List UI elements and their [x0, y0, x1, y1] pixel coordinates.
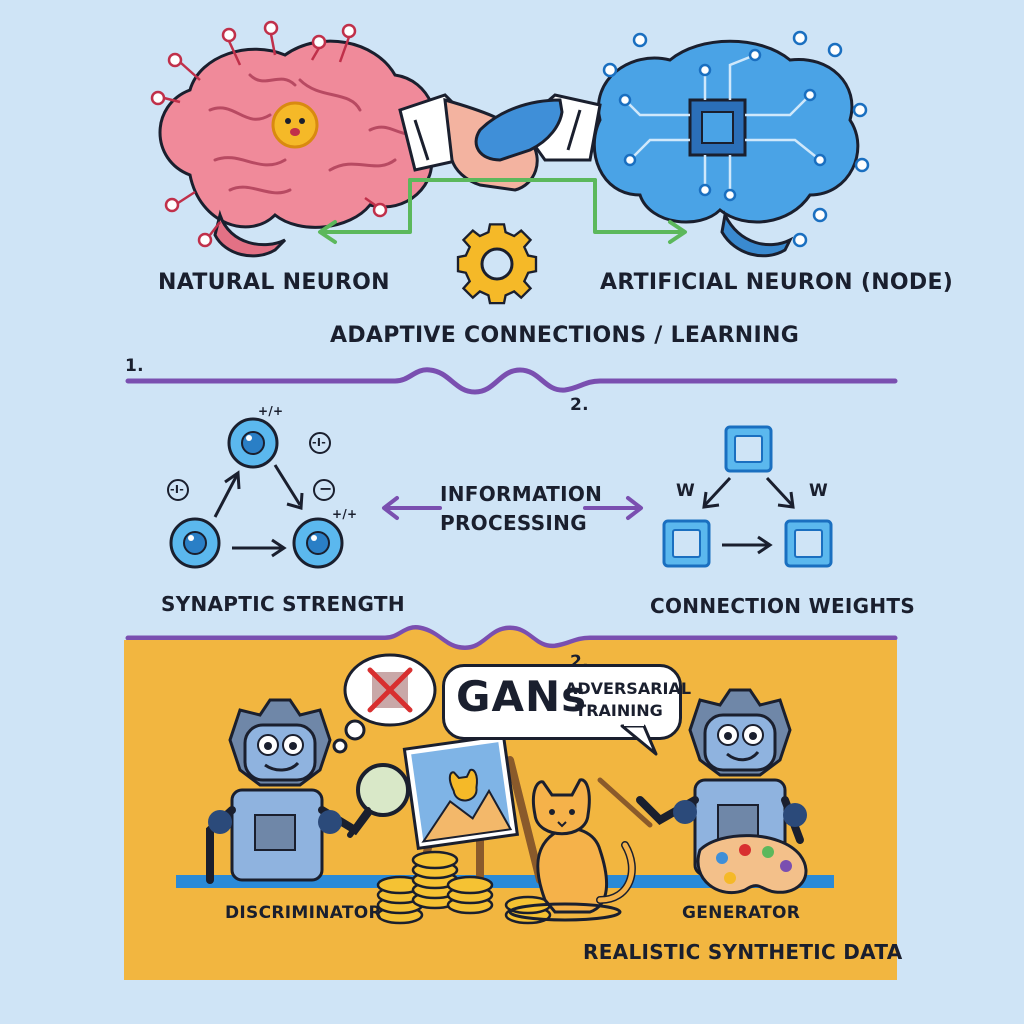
handshake-icon — [398, 93, 602, 192]
easel-painting-icon — [402, 710, 544, 904]
paintbrush-icon — [597, 777, 653, 828]
connection-weights-label: CONNECTION WEIGHTS — [650, 594, 916, 618]
discriminator-label: DISCRIMINATOR — [225, 903, 382, 923]
minus-label: − — [319, 479, 333, 498]
thought-bubble — [332, 653, 437, 754]
minus-circle-label-right: -I- — [312, 436, 327, 449]
natural-brain-icon — [150, 20, 438, 258]
generator-label: GENERATOR — [682, 903, 801, 923]
weight-label-right: W — [809, 481, 829, 501]
speech-bubble-tail — [620, 724, 658, 756]
adaptive-connections-label: ADAPTIVE CONNECTIONS / LEARNING — [330, 323, 800, 348]
weighted-network-icon — [662, 425, 833, 568]
training-label: TRAINING — [575, 701, 663, 720]
gans-title: GANs — [456, 672, 588, 721]
connection-arrows — [318, 178, 687, 244]
processing-label: PROCESSING — [440, 511, 587, 535]
magnifier-icon — [347, 763, 410, 838]
palette-icon — [696, 834, 808, 895]
natural-neuron-label: NATURAL NEURON — [158, 270, 390, 295]
artificial-neuron-label: ARTIFICIAL NEURON (NODE) — [600, 270, 954, 295]
section-divider-1 — [125, 367, 898, 395]
table-stripe — [176, 875, 834, 888]
artificial-brain-icon — [592, 30, 870, 258]
realistic-synthetic-data-label: REALISTIC SYNTHETIC DATA — [583, 940, 903, 964]
cat-icon — [508, 778, 636, 922]
synaptic-strength-label: SYNAPTIC STRENGTH — [161, 592, 405, 616]
discriminator-robot-icon — [206, 698, 374, 884]
gear-icon — [456, 223, 538, 305]
information-processing-label: INFORMATION PROCESSING — [440, 480, 603, 538]
section-number-2: 2. — [570, 395, 589, 415]
adversarial-training-label: ADVERSARIAL TRAINING — [565, 678, 692, 722]
information-label: INFORMATION — [440, 482, 603, 506]
sign-label-right: +/+ — [332, 507, 358, 521]
minus-circle-label-left: -I- — [170, 483, 185, 496]
section-number-1: 1. — [125, 356, 144, 376]
section-divider-2 — [125, 625, 898, 651]
synapse-network-icon — [167, 417, 344, 569]
bidirectional-arrow — [382, 496, 643, 520]
adversarial-label: ADVERSARIAL — [565, 679, 692, 698]
sign-label-top: +/+ — [258, 404, 284, 418]
weight-label-left: W — [676, 481, 696, 501]
